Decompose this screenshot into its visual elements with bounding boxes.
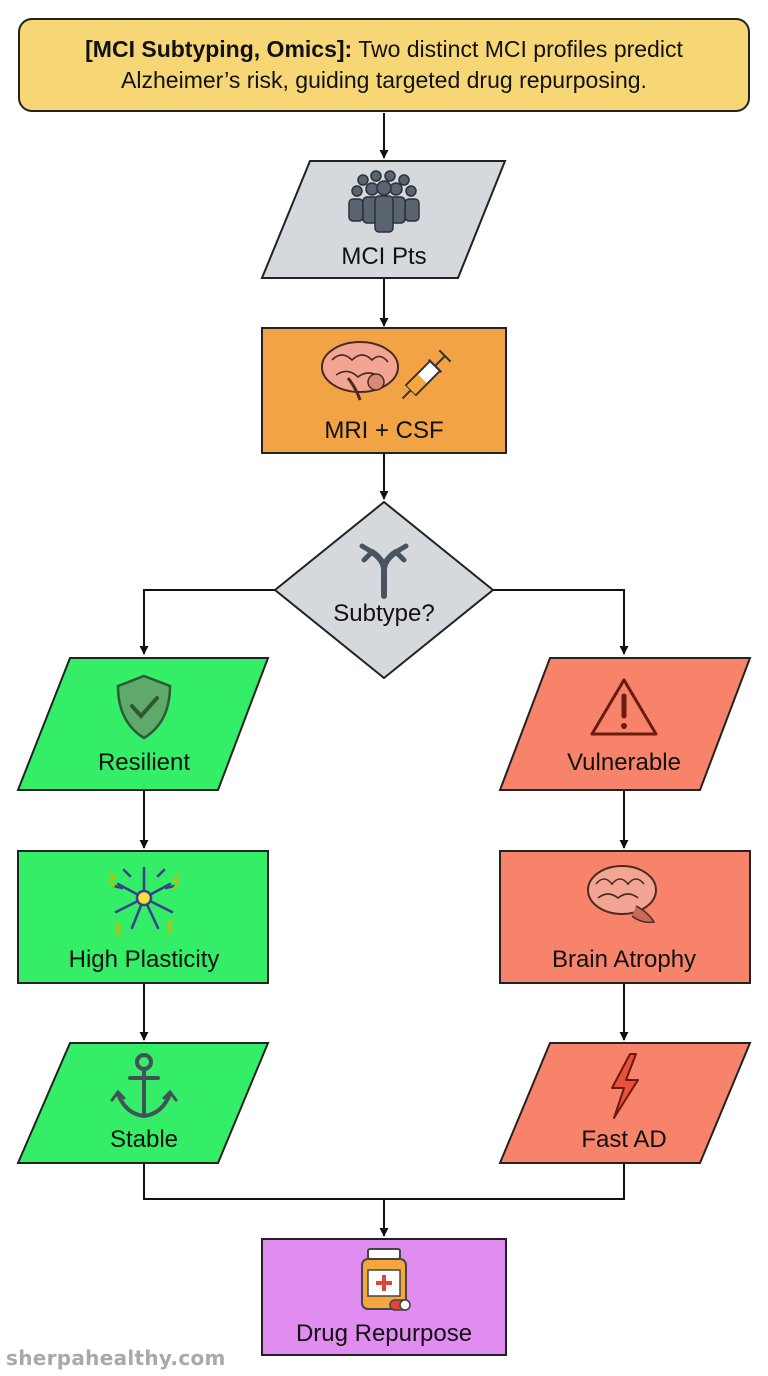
split-arrow-icon — [359, 543, 409, 599]
repurpose-label: Drug Repurpose — [296, 1320, 472, 1347]
header-line-1-text: Two distinct MCI profiles predict — [358, 36, 683, 62]
neuron-icon — [108, 866, 180, 937]
edge-decision-to-vulnerable — [493, 589, 629, 655]
anchor-icon — [110, 1053, 178, 1119]
edge-decision-to-resilient — [139, 589, 275, 655]
resilient-label: Resilient — [98, 749, 190, 776]
plasticity-label: High Plasticity — [69, 946, 220, 973]
node-stable: Stable — [16, 1042, 270, 1164]
lightning-icon — [611, 1053, 639, 1119]
vulnerable-label: Vulnerable — [567, 749, 681, 776]
header-line-1: [MCI Subtyping, Omics]: Two distinct MCI… — [85, 34, 683, 65]
header-line-2: Alzheimer’s risk, guiding targeted drug … — [121, 67, 647, 93]
people-group-icon — [348, 170, 420, 233]
atrophy-label: Brain Atrophy — [552, 946, 696, 973]
brain-syringe-icon — [321, 341, 452, 401]
fast-ad-label: Fast AD — [581, 1126, 666, 1153]
medicine-bottle-icon — [361, 1248, 411, 1311]
fast-ad-shape — [498, 1042, 752, 1164]
patients-label: MCI Pts — [341, 243, 426, 270]
node-atrophy: Brain Atrophy — [499, 850, 751, 984]
node-repurpose: Drug Repurpose — [261, 1238, 507, 1356]
shield-check-icon — [116, 674, 172, 740]
node-patients: MCI Pts — [260, 160, 507, 279]
warning-icon — [590, 678, 658, 736]
brain-icon — [587, 865, 657, 924]
atrophy-shape — [499, 850, 751, 984]
node-vulnerable: Vulnerable — [498, 657, 752, 791]
node-resilient: Resilient — [16, 657, 270, 791]
header-box: [MCI Subtyping, Omics]: Two distinct MCI… — [18, 18, 750, 112]
watermark: sherpahealthy.com — [6, 1346, 226, 1370]
node-fast-ad: Fast AD — [498, 1042, 752, 1164]
connectors — [139, 113, 629, 1237]
decision-label: Subtype? — [333, 600, 434, 627]
stable-label: Stable — [110, 1126, 178, 1153]
node-decision: Subtype? — [273, 500, 495, 680]
tests-label: MRI + CSF — [324, 417, 443, 444]
edge-stable-to-merge — [143, 1163, 625, 1200]
header-tag: [MCI Subtyping, Omics]: — [85, 36, 353, 62]
node-plasticity: High Plasticity — [17, 850, 269, 984]
node-tests: MRI + CSF — [261, 327, 507, 454]
